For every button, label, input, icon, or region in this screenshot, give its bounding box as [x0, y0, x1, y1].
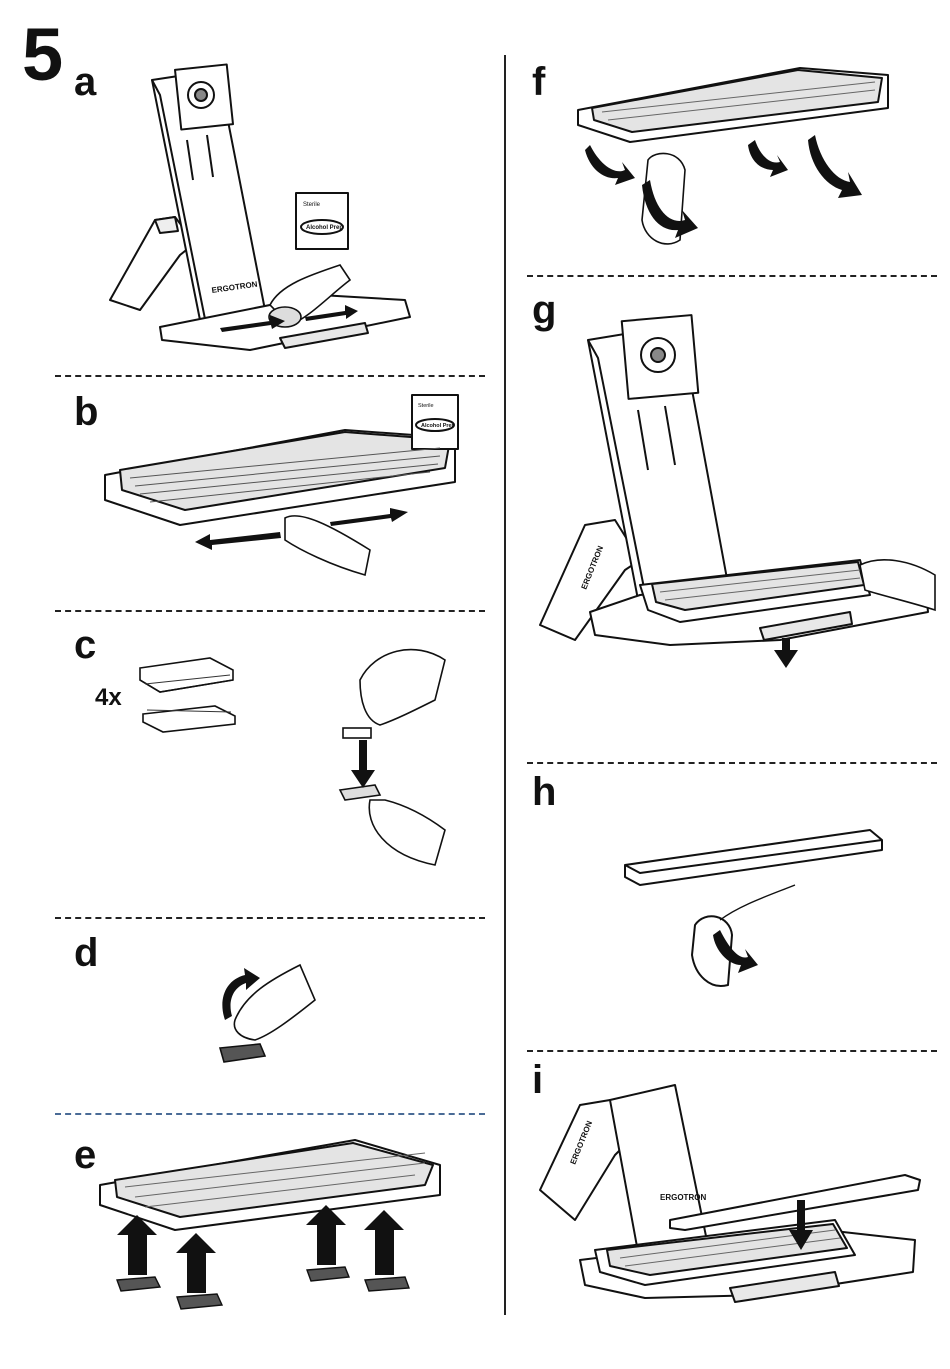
illustration-i-final-assembly: ERGOTRON ERGOTRON: [535, 1080, 935, 1310]
illustration-c-hands-joining-pads: [335, 640, 455, 880]
wipe-brand-b: Alcohol Prep: [421, 423, 456, 429]
panel-label-a: a: [74, 62, 96, 102]
wipe-brand: Alcohol Prep: [306, 225, 343, 231]
panel-separator: [527, 762, 937, 764]
panel-label-f: f: [532, 62, 545, 102]
step-number: 5: [22, 18, 63, 92]
pad-multiplier: 4x: [95, 684, 122, 712]
panel-separator: [55, 1113, 485, 1115]
panel-label-d: d: [74, 933, 98, 973]
panel-separator: [55, 917, 485, 919]
panel-label-c: c: [74, 625, 96, 665]
illustration-e-attach-pads: [95, 1135, 450, 1315]
illustration-d-peel-backing: [210, 960, 320, 1080]
illustration-f-attach-keyboard-underside: [570, 60, 895, 260]
wipe-label-b: Sterile: [418, 403, 434, 409]
panel-label-e: e: [74, 1135, 96, 1175]
wipe-label: Sterile: [303, 202, 321, 208]
illustration-a-clean-tray: Sterile Alcohol Prep ERGOTRON: [100, 55, 480, 365]
column-divider: [504, 55, 506, 1315]
panel-separator: [527, 275, 937, 277]
panel-separator: [55, 375, 485, 377]
brand-logo-i-column: ERGOTRON: [660, 1193, 706, 1202]
illustration-c-pads: [135, 650, 245, 735]
panel-separator: [527, 1050, 937, 1052]
illustration-b-clean-keyboard: Sterile Alcohol Prep: [100, 390, 470, 590]
illustration-g-place-keyboard: ERGOTRON: [530, 310, 940, 715]
illustration-h-peel-liner: [620, 825, 885, 990]
panel-label-h: h: [532, 772, 556, 812]
panel-label-b: b: [74, 392, 98, 432]
panel-separator: [55, 610, 485, 612]
